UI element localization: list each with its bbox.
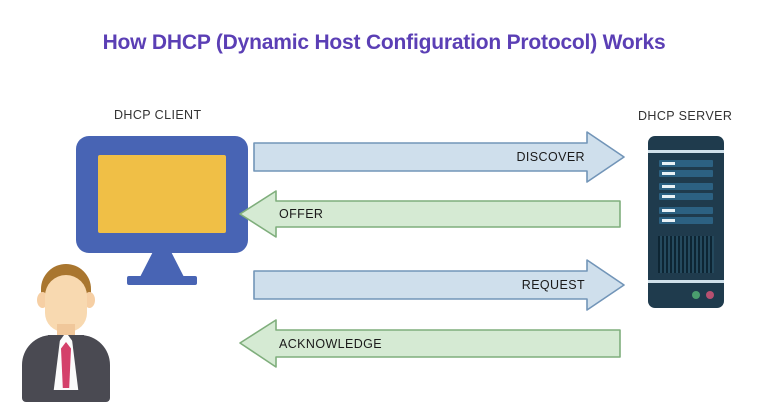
arrow-right-shape	[253, 259, 625, 311]
server-drive-bays	[659, 160, 713, 224]
message-arrow-discover: DISCOVER	[253, 131, 625, 183]
avatar-face	[45, 275, 87, 332]
avatar-ear-right	[84, 292, 95, 308]
server-drive-bay	[659, 160, 713, 167]
arrow-left-shape	[239, 190, 621, 238]
message-label-acknowledge: ACKNOWLEDGE	[279, 336, 383, 351]
desktop-monitor-icon	[76, 136, 248, 253]
message-label-offer: OFFER	[279, 207, 324, 221]
arrow-left-shape	[239, 319, 621, 368]
server-drive-bay	[659, 170, 713, 177]
server-drive-bay	[659, 217, 713, 224]
server-drive-bay	[659, 183, 713, 190]
message-arrow-request: REQUEST	[253, 259, 625, 311]
user-avatar-icon	[20, 262, 112, 402]
dhcp-client-label: DHCP CLIENT	[114, 108, 202, 122]
server-led-green	[692, 291, 700, 299]
message-label-discover: DISCOVER	[516, 150, 585, 164]
message-arrow-offer: OFFER	[239, 190, 621, 238]
dhcp-server-label: DHCP SERVER	[638, 109, 733, 123]
server-tower-icon	[648, 136, 724, 308]
server-vent-grille	[658, 236, 714, 273]
server-drive-bay	[659, 193, 713, 200]
monitor-screen	[98, 155, 226, 233]
arrow-right-shape	[253, 131, 625, 183]
server-top-divider	[648, 150, 724, 153]
avatar-ear-left	[37, 292, 48, 308]
monitor-stand-base	[127, 276, 197, 285]
message-arrow-acknowledge: ACKNOWLEDGE	[239, 319, 621, 368]
monitor-stand-neck	[139, 252, 185, 279]
page-title: How DHCP (Dynamic Host Configuration Pro…	[102, 31, 666, 54]
avatar-tie	[61, 342, 71, 388]
message-label-request: REQUEST	[521, 278, 585, 292]
server-drive-bay	[659, 207, 713, 214]
server-led-red	[706, 291, 714, 299]
server-bottom-divider	[648, 280, 724, 283]
